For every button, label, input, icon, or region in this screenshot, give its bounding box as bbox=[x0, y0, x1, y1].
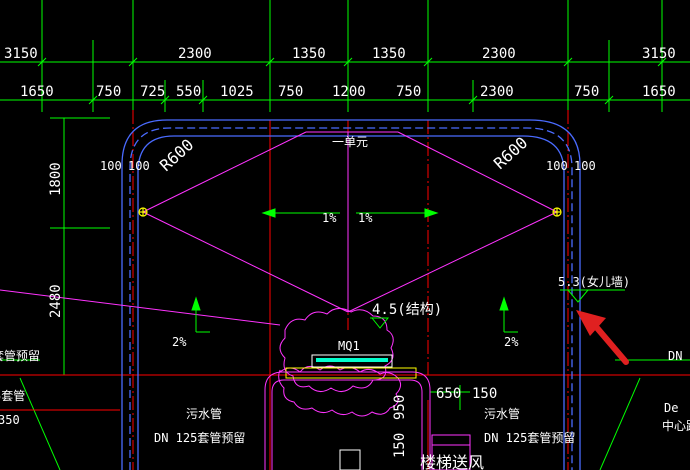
elevation-structure-label: 4.5(结构) bbox=[372, 302, 442, 318]
dim-row2-11: 1650 bbox=[642, 84, 676, 100]
dim-row1-5: 2300 bbox=[482, 46, 516, 62]
dim-row2-4: 550 bbox=[176, 84, 201, 100]
unit-name-label: 一单元 bbox=[332, 135, 368, 149]
left-edge-label-1: 套管预留 bbox=[0, 348, 40, 363]
radius-label-left: R600 bbox=[156, 135, 197, 175]
door-tag-label: MQ1 bbox=[338, 339, 360, 353]
dim-row2-6: 750 bbox=[278, 84, 303, 100]
dim-row1-2: 2300 bbox=[178, 46, 212, 62]
dim-row2-7: 1200 bbox=[332, 84, 366, 100]
roof-slope-lines bbox=[0, 131, 558, 470]
axis-lines bbox=[0, 110, 690, 470]
right-edge-label-2: 中心距 bbox=[662, 418, 690, 433]
dim-small-5: 650 bbox=[436, 386, 461, 402]
dim-vertical-4: 150 bbox=[392, 433, 408, 458]
roof-drain-icon bbox=[138, 207, 562, 217]
sewer-label-left: 污水管 bbox=[186, 406, 222, 421]
dim-small-6: 150 bbox=[472, 386, 497, 402]
slope-label-left: 1% bbox=[322, 211, 337, 225]
dim-vertical-3: 950 bbox=[392, 395, 408, 420]
slope-arrows bbox=[191, 208, 625, 333]
dim-row1-1: 3150 bbox=[4, 46, 38, 62]
elevation-parapet-label: 5.3(女儿墙) bbox=[558, 274, 630, 289]
door-mq1 bbox=[264, 354, 431, 470]
pipe-label-right: DN 125套管预留 bbox=[484, 430, 575, 445]
dim-row1-6: 3150 bbox=[642, 46, 676, 62]
dim-row2-5: 1025 bbox=[220, 84, 254, 100]
radius-label-right: R600 bbox=[490, 133, 531, 173]
left-edge-label-3: 350 bbox=[0, 413, 20, 427]
dim-vertical-2: 2480 bbox=[48, 284, 64, 318]
dim-row1-3: 1350 bbox=[292, 46, 326, 62]
dim-row2-9: 2300 bbox=[480, 84, 514, 100]
dim-row1-4: 1350 bbox=[372, 46, 406, 62]
left-edge-label-2: 5套管 bbox=[0, 388, 25, 403]
sewer-label-right: 污水管 bbox=[484, 406, 520, 421]
stair-vent-label: 楼梯送风 bbox=[420, 453, 484, 470]
dim-small-4: 100 bbox=[574, 159, 596, 173]
dim-row2-1: 1650 bbox=[20, 84, 54, 100]
right-edge-label-3: DN bbox=[668, 349, 682, 363]
dim-row2-3: 725 bbox=[140, 84, 165, 100]
dim-small-2: 100 bbox=[128, 159, 150, 173]
slope-label-low-left: 2% bbox=[172, 335, 187, 349]
right-edge-label-1: De bbox=[664, 401, 678, 415]
dim-small-1: 100 bbox=[100, 159, 122, 173]
dim-vertical-1: 1800 bbox=[48, 162, 64, 196]
dim-row2-2: 750 bbox=[96, 84, 121, 100]
dim-row2-8: 750 bbox=[396, 84, 421, 100]
slope-label-low-right: 2% bbox=[504, 335, 519, 349]
pipe-label-left: DN 125套管预留 bbox=[154, 430, 245, 445]
slope-label-right: 1% bbox=[358, 211, 373, 225]
callout-arrow bbox=[576, 310, 629, 365]
dim-row2-10: 750 bbox=[574, 84, 599, 100]
dim-small-3: 100 bbox=[546, 159, 568, 173]
